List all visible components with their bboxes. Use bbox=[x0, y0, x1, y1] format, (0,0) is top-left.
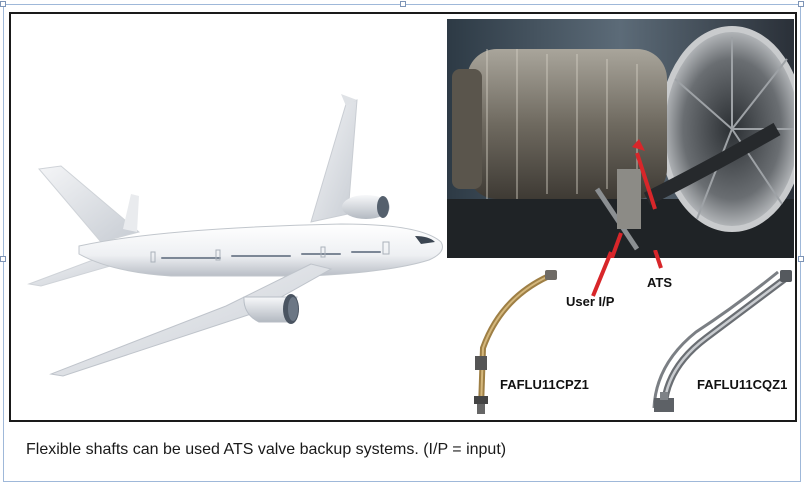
flexible-shaft-left bbox=[474, 270, 557, 414]
engine-photo bbox=[447, 19, 794, 258]
resize-handle-left[interactable] bbox=[0, 256, 6, 262]
callout-user-input: User I/P bbox=[566, 294, 615, 309]
ats-arrow bbox=[653, 250, 663, 269]
part-label-right: FAFLU11CQZ1 bbox=[697, 377, 788, 392]
resize-handle-top-left[interactable] bbox=[0, 1, 6, 7]
figure-image[interactable]: User I/P ATS FAFLU11CPZ1 FAFLU11CQZ1 bbox=[9, 12, 797, 422]
airplane-illustration bbox=[27, 94, 443, 377]
flexible-shaft-right bbox=[652, 270, 792, 412]
part-label-left: FAFLU11CPZ1 bbox=[500, 377, 589, 392]
figure-caption: Flexible shafts can be used ATS valve ba… bbox=[26, 441, 507, 458]
resize-handle-top[interactable] bbox=[400, 1, 406, 7]
callout-ats: ATS bbox=[647, 275, 673, 290]
user-input-arrow bbox=[591, 251, 613, 297]
resize-handle-right[interactable] bbox=[798, 256, 804, 262]
resize-handle-top-right[interactable] bbox=[798, 1, 804, 7]
